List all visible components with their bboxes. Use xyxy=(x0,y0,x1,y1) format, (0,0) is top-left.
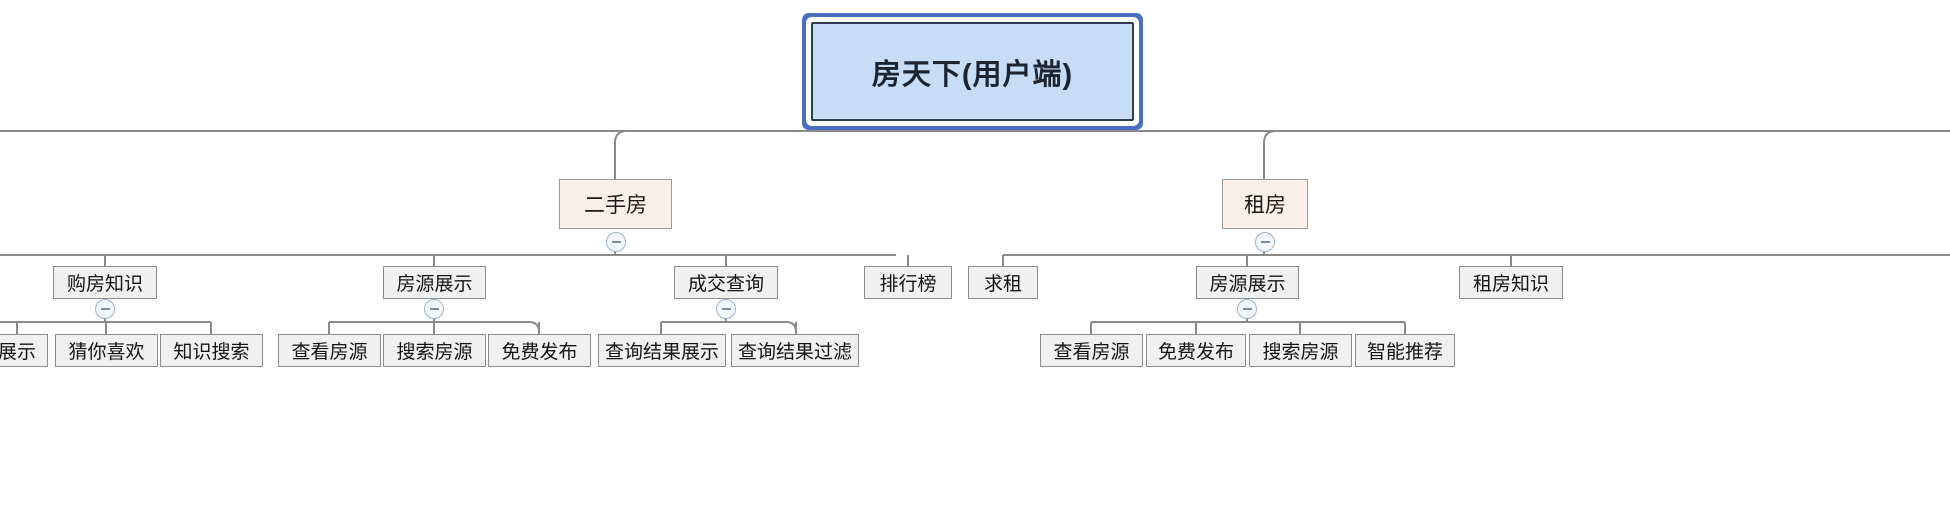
node-chengjiaochaxun-label: 成交查询 xyxy=(687,274,764,295)
node-chengjiaochaxun[interactable]: 成交查询 xyxy=(674,266,778,299)
node-fangyuanzhanshi-left-label: 房源展示 xyxy=(396,274,473,295)
leaf-node-label: 搜索房源 xyxy=(1262,342,1339,363)
leaf-node-label: 猜你喜欢 xyxy=(68,342,145,363)
leaf-node[interactable]: 搜索房源 xyxy=(1249,334,1352,367)
node-paihangbang-label: 排行榜 xyxy=(879,274,937,295)
node-ershoufang-label: 二手房 xyxy=(584,194,647,217)
collapse-toggle-icon[interactable] xyxy=(1237,299,1257,319)
collapse-toggle-icon[interactable] xyxy=(606,232,626,252)
leaf-node-label: 智能推荐 xyxy=(1366,342,1443,363)
node-fangyuanzhanshi-left[interactable]: 房源展示 xyxy=(383,266,486,299)
node-fangyuanzhanshi-right[interactable]: 房源展示 xyxy=(1196,266,1299,299)
leaf-node[interactable]: 免费发布 xyxy=(1146,334,1246,367)
leaf-node-label: 免费发布 xyxy=(1157,342,1234,363)
node-gouhangzhishi[interactable]: 购房知识 xyxy=(53,266,157,299)
root-node-fangtianxia[interactable]: 房天下(用户端) xyxy=(811,22,1134,121)
node-qiuzu-label: 求租 xyxy=(983,274,1022,295)
node-zufangzhishi-label: 租房知识 xyxy=(1472,274,1549,295)
node-zufangzhishi[interactable]: 租房知识 xyxy=(1459,266,1563,299)
leaf-node[interactable]: 搜索房源 xyxy=(383,334,486,367)
collapse-toggle-icon[interactable] xyxy=(716,299,736,319)
leaf-node-label: 查询结果展示 xyxy=(604,342,719,363)
leaf-node[interactable]: 展示 xyxy=(0,334,48,367)
leaf-node[interactable]: 猜你喜欢 xyxy=(55,334,158,367)
leaf-node[interactable]: 查看房源 xyxy=(278,334,381,367)
leaf-node-label: 查看房源 xyxy=(1053,342,1130,363)
node-qiuzu[interactable]: 求租 xyxy=(968,266,1038,299)
collapse-toggle-icon[interactable] xyxy=(424,299,444,319)
leaf-node[interactable]: 查询结果过滤 xyxy=(731,334,859,367)
node-ershoufang[interactable]: 二手房 xyxy=(559,179,672,229)
leaf-node-label: 查询结果过滤 xyxy=(737,342,852,363)
root-node-label: 房天下(用户端) xyxy=(871,58,1074,91)
node-fangyuanzhanshi-right-label: 房源展示 xyxy=(1209,274,1286,295)
node-gouhangzhishi-label: 购房知识 xyxy=(66,274,143,295)
leaf-node[interactable]: 知识搜索 xyxy=(160,334,263,367)
node-zufang-label: 租房 xyxy=(1244,194,1286,217)
leaf-node[interactable]: 查看房源 xyxy=(1040,334,1143,367)
collapse-toggle-icon[interactable] xyxy=(1255,232,1275,252)
leaf-node-label: 知识搜索 xyxy=(173,342,250,363)
leaf-node[interactable]: 智能推荐 xyxy=(1355,334,1455,367)
leaf-node-label: 查看房源 xyxy=(291,342,368,363)
node-paihangbang[interactable]: 排行榜 xyxy=(864,266,952,299)
leaf-node[interactable]: 查询结果展示 xyxy=(598,334,726,367)
leaf-node[interactable]: 免费发布 xyxy=(488,334,591,367)
leaf-node-label: 免费发布 xyxy=(501,342,578,363)
collapse-toggle-icon[interactable] xyxy=(95,299,115,319)
leaf-node-label: 搜索房源 xyxy=(396,342,473,363)
node-zufang[interactable]: 租房 xyxy=(1222,179,1308,229)
leaf-node-label: 展示 xyxy=(0,342,36,363)
